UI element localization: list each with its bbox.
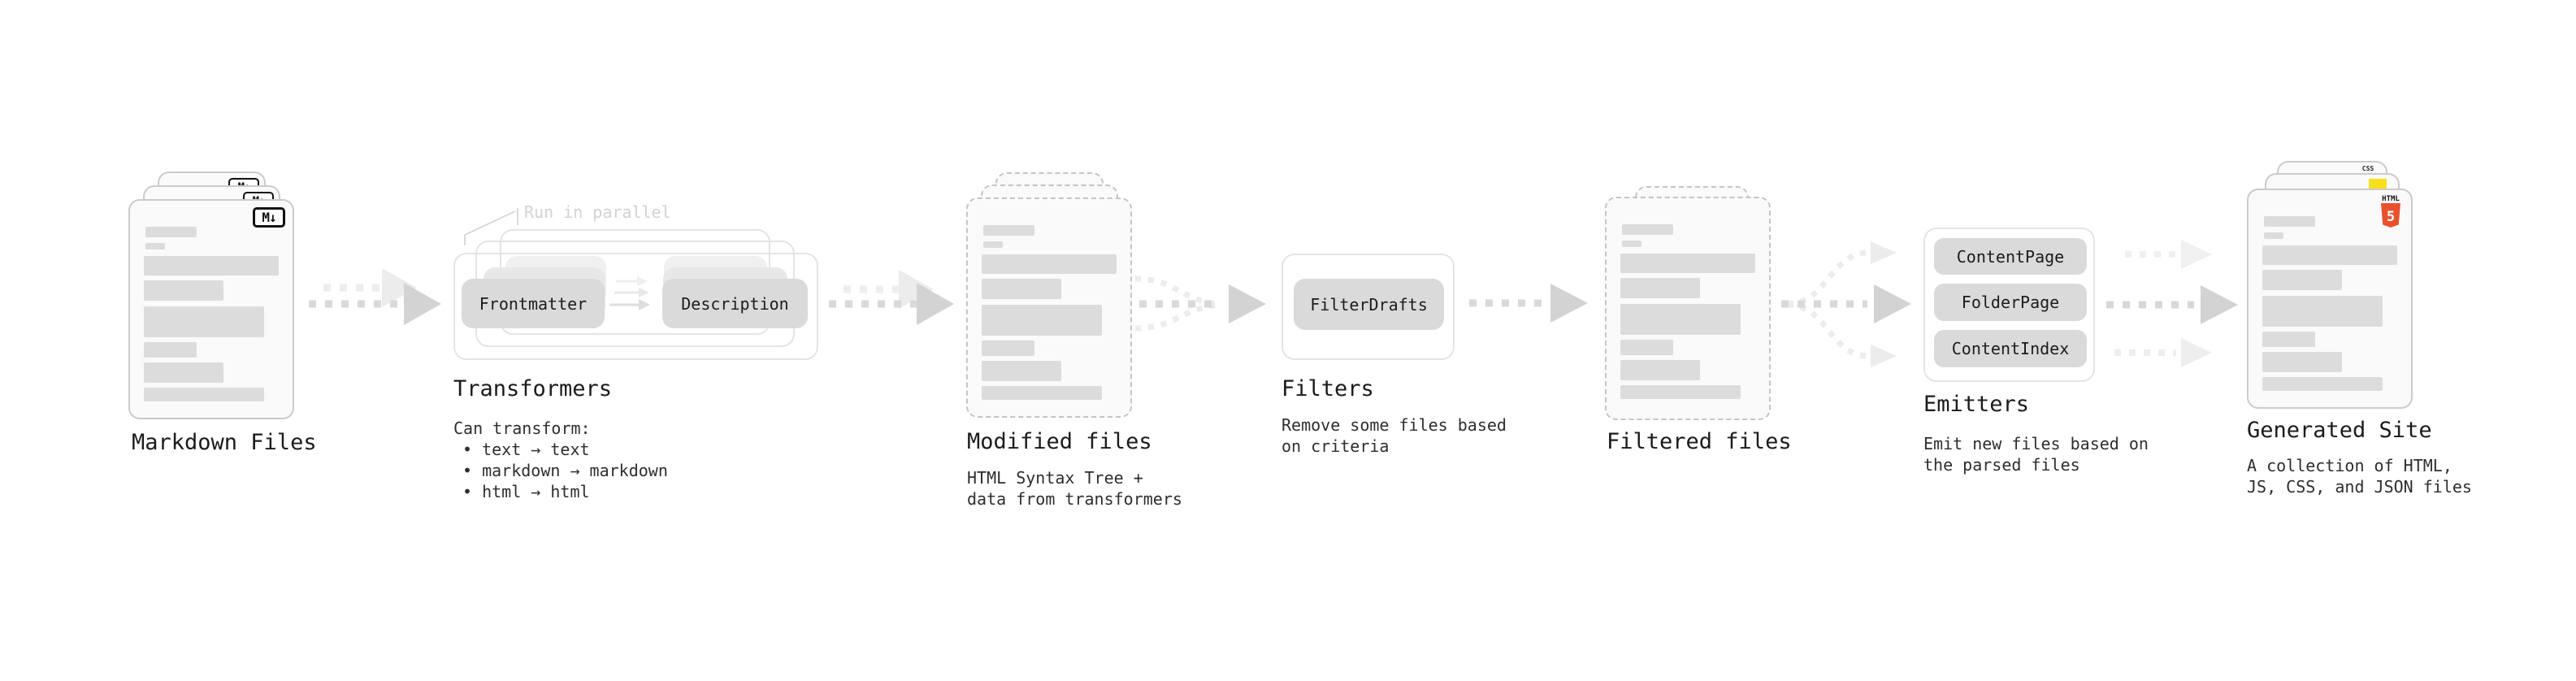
skeleton-line [1620, 304, 1741, 335]
modified-files-subtitle: HTML Syntax Tree + data from transformer… [967, 468, 1182, 509]
skeleton-line [2264, 232, 2283, 239]
emitters-container [1923, 228, 2095, 382]
skeleton-line [982, 254, 1117, 274]
skeleton-line [2262, 245, 2397, 265]
skeleton-line [982, 279, 1061, 299]
markdown-files-title: Markdown Files [132, 430, 317, 455]
js-icon [2369, 179, 2387, 189]
emitter-box-contentindex: ContentIndex [1934, 330, 2087, 367]
skeleton-line [144, 362, 223, 383]
filter-box-filterdrafts: FilterDrafts [1294, 279, 1444, 330]
skeleton-line [1620, 360, 1700, 380]
skeleton-line [144, 306, 264, 337]
generated-doc-html: HTML 5 [2247, 189, 2413, 409]
modified-files-title: Modified files [967, 429, 1152, 454]
skeleton-line [2264, 216, 2315, 227]
skeleton-line [145, 243, 165, 249]
css-icon-label: CSS [2361, 165, 2374, 172]
filters-subtitle: Remove some files based on criteria [1281, 415, 1507, 456]
flow-arrow-filters-to-filtered [1469, 284, 1588, 323]
skeleton-line [144, 342, 197, 358]
skeleton-line [1620, 340, 1673, 355]
transformer-box-frontmatter: Frontmatter [462, 279, 605, 328]
flow-arrows-emitters-to-generated [2106, 240, 2238, 367]
svg-text:5: 5 [2387, 209, 2395, 225]
skeleton-line [1620, 278, 1700, 298]
emitter-box-folderpage: FolderPage [1934, 284, 2087, 321]
flow-arrow-markdown-to-transformers [309, 268, 441, 325]
transformer-box-description: Description [662, 279, 808, 328]
skeleton-line [144, 256, 279, 275]
flow-arrow-transformers-to-modified [829, 270, 954, 325]
skeleton-line [982, 361, 1061, 381]
transformers-title: Transformers [453, 376, 613, 401]
markdown-doc-front: M↓ [128, 199, 294, 419]
skeleton-line [2262, 352, 2342, 372]
transformers-bullet: • text → text [462, 440, 590, 459]
markdown-icon: M↓ [253, 207, 285, 228]
flow-arrow-modified-to-filters-merge [1134, 275, 1266, 332]
skeleton-line [2262, 270, 2342, 290]
skeleton-line [983, 241, 1003, 248]
filtered-files-title: Filtered files [1607, 429, 1792, 454]
transformers-note-heading: Can transform: [453, 419, 591, 438]
skeleton-line [1620, 254, 1755, 273]
filtered-doc-front [1605, 197, 1771, 420]
transformer-container-front [453, 253, 818, 360]
emitters-subtitle: Emit new files based on the parsed files [1923, 434, 2149, 475]
skeleton-line [144, 388, 264, 401]
skeleton-line [1622, 224, 1673, 235]
filters-title: Filters [1281, 376, 1374, 401]
run-in-parallel-label: Run in parallel [524, 202, 671, 222]
html5-icon: HTML 5 [2379, 196, 2403, 231]
skeleton-line [982, 386, 1102, 400]
html5-shield: 5 [2381, 203, 2400, 228]
transformers-bullet: • html → html [462, 482, 590, 501]
generated-site-title: Generated Site [2247, 418, 2432, 443]
html5-icon-label: HTML [2382, 195, 2400, 203]
skeleton-line [982, 340, 1034, 356]
skeleton-line [1622, 241, 1641, 247]
skeleton-line [2262, 332, 2315, 347]
skeleton-line [982, 305, 1102, 336]
flow-arrow-filtered-to-emitters-fanout [1781, 241, 1911, 367]
skeleton-line [2262, 296, 2383, 327]
skeleton-line [145, 227, 197, 237]
skeleton-line [1620, 385, 1741, 399]
transformers-bullet: • markdown → markdown [462, 461, 668, 480]
modified-doc-front [966, 197, 1132, 418]
skeleton-line [2262, 377, 2383, 391]
emitter-box-contentpage: ContentPage [1934, 238, 2087, 275]
filters-container [1281, 254, 1455, 360]
skeleton-line [983, 225, 1034, 236]
emitters-title: Emitters [1923, 392, 2030, 417]
skeleton-line [144, 280, 223, 301]
generated-site-subtitle: A collection of HTML, JS, CSS, and JSON … [2247, 456, 2472, 497]
